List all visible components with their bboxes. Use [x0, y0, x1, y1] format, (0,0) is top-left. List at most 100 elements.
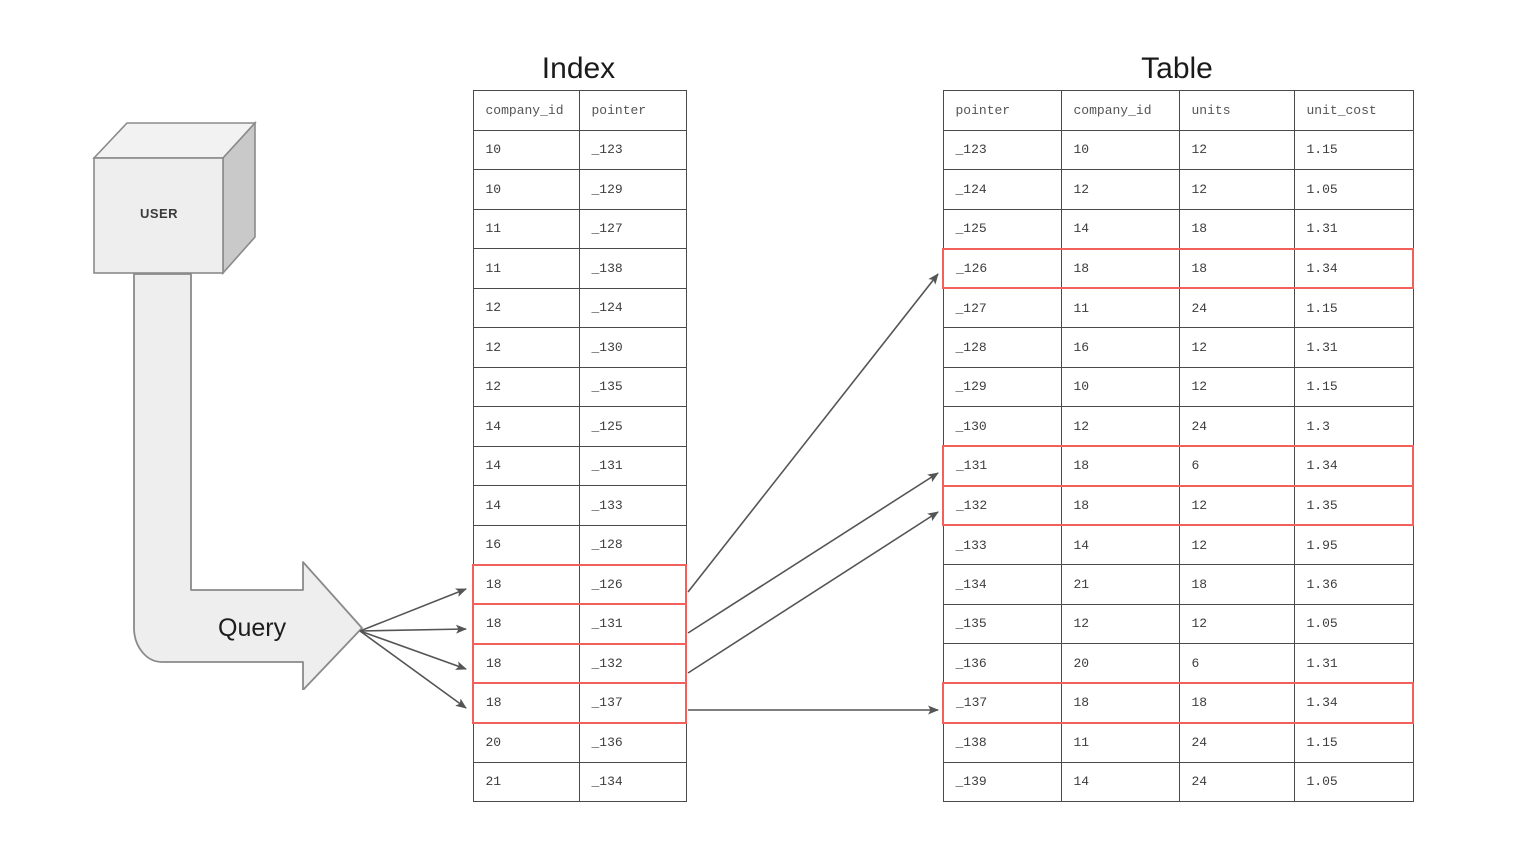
index-row[interactable]: 20_136 [472, 722, 687, 763]
index-cell-pointer: _138 [578, 248, 687, 289]
main-cell-unit-cost: 1.34 [1293, 682, 1414, 724]
main-cell-units: 12 [1178, 327, 1295, 368]
main-column-header: pointer [942, 90, 1062, 131]
index-row[interactable]: 12_130 [472, 327, 687, 368]
main-cell-company-id: 16 [1060, 327, 1180, 368]
index-cell-pointer: _132 [578, 642, 687, 684]
query-to-index-row-132 [359, 630, 467, 670]
index-row[interactable]: 14_131 [472, 445, 687, 486]
index-cell-company-id: 12 [472, 366, 580, 407]
user-cube-shape [92, 120, 257, 276]
index-cell-pointer: _123 [578, 129, 687, 170]
index-row[interactable]: 16_128 [472, 524, 687, 565]
index-row[interactable]: 14_125 [472, 406, 687, 447]
index-cell-company-id: 18 [472, 682, 580, 724]
main-cell-pointer: _131 [942, 445, 1062, 487]
main-cell-unit-cost: 1.05 [1293, 761, 1414, 802]
main-cell-pointer: _135 [942, 603, 1062, 644]
index-row[interactable]: 12_124 [472, 287, 687, 328]
index-title: Index [541, 52, 616, 85]
index-row-highlighted[interactable]: 18_137 [472, 682, 687, 724]
main-cell-unit-cost: 1.15 [1293, 366, 1414, 407]
main-cell-company-id: 10 [1060, 129, 1180, 170]
main-cell-pointer: _127 [942, 287, 1062, 328]
query-to-index-row-126 [359, 588, 467, 632]
query-arrow [110, 270, 375, 691]
main-column-header: unit_cost [1293, 90, 1414, 131]
main-cell-units: 18 [1178, 247, 1295, 289]
index-row[interactable]: 11_127 [472, 208, 687, 249]
main-cell-pointer: _137 [942, 682, 1062, 724]
index-131-to-table-131 [687, 472, 939, 634]
index-132-to-table-132 [687, 511, 939, 674]
main-cell-units: 12 [1178, 484, 1295, 526]
main-cell-unit-cost: 1.3 [1293, 406, 1414, 447]
query-arrow-path [133, 273, 363, 691]
main-cell-unit-cost: 1.15 [1293, 287, 1414, 328]
index-row[interactable]: 14_133 [472, 485, 687, 526]
index-cell-company-id: 14 [472, 406, 580, 447]
index-cell-company-id: 14 [472, 445, 580, 486]
query-to-index-row-137 [359, 630, 467, 709]
main-cell-units: 24 [1178, 722, 1295, 763]
main-cell-unit-cost: 1.31 [1293, 327, 1414, 368]
index-row-highlighted[interactable]: 18_131 [472, 603, 687, 645]
index-column-header: pointer [578, 90, 687, 131]
main-cell-company-id: 12 [1060, 169, 1180, 210]
main-cell-unit-cost: 1.95 [1293, 524, 1414, 565]
user-cube-label: USER [139, 206, 179, 221]
index-row[interactable]: 10_129 [472, 169, 687, 210]
main-column-header: company_id [1060, 90, 1180, 131]
index-row[interactable]: 12_135 [472, 366, 687, 407]
index-126-to-table-126 [687, 273, 939, 593]
main-cell-pointer: _138 [942, 722, 1062, 763]
index-cell-company-id: 11 [472, 248, 580, 289]
index-row[interactable]: 21_134 [472, 761, 687, 802]
table-title: Table [1141, 52, 1213, 85]
main-cell-company-id: 12 [1060, 406, 1180, 447]
main-cell-unit-cost: 1.35 [1293, 484, 1414, 526]
main-cell-pointer: _126 [942, 247, 1062, 289]
main-cell-units: 12 [1178, 129, 1295, 170]
main-cell-pointer: _123 [942, 129, 1062, 170]
index-cell-pointer: _125 [578, 406, 687, 447]
main-cell-units: 18 [1178, 208, 1295, 249]
main-cell-company-id: 20 [1060, 643, 1180, 684]
index-row-highlighted[interactable]: 18_132 [472, 642, 687, 684]
main-cell-units: 12 [1178, 524, 1295, 565]
main-cell-company-id: 18 [1060, 445, 1180, 487]
main-cell-units: 24 [1178, 287, 1295, 328]
index-cell-company-id: 18 [472, 603, 580, 645]
index-row[interactable]: 10_123 [472, 129, 687, 170]
main-cell-company-id: 14 [1060, 208, 1180, 249]
main-cell-units: 12 [1178, 169, 1295, 210]
index-cell-pointer: _126 [578, 563, 687, 605]
index-row-highlighted[interactable]: 18_126 [472, 563, 687, 605]
main-cell-company-id: 18 [1060, 682, 1180, 724]
index-cell-company-id: 16 [472, 524, 580, 565]
index-cell-company-id: 12 [472, 327, 580, 368]
index-cell-company-id: 12 [472, 287, 580, 328]
index-row[interactable]: 11_138 [472, 248, 687, 289]
